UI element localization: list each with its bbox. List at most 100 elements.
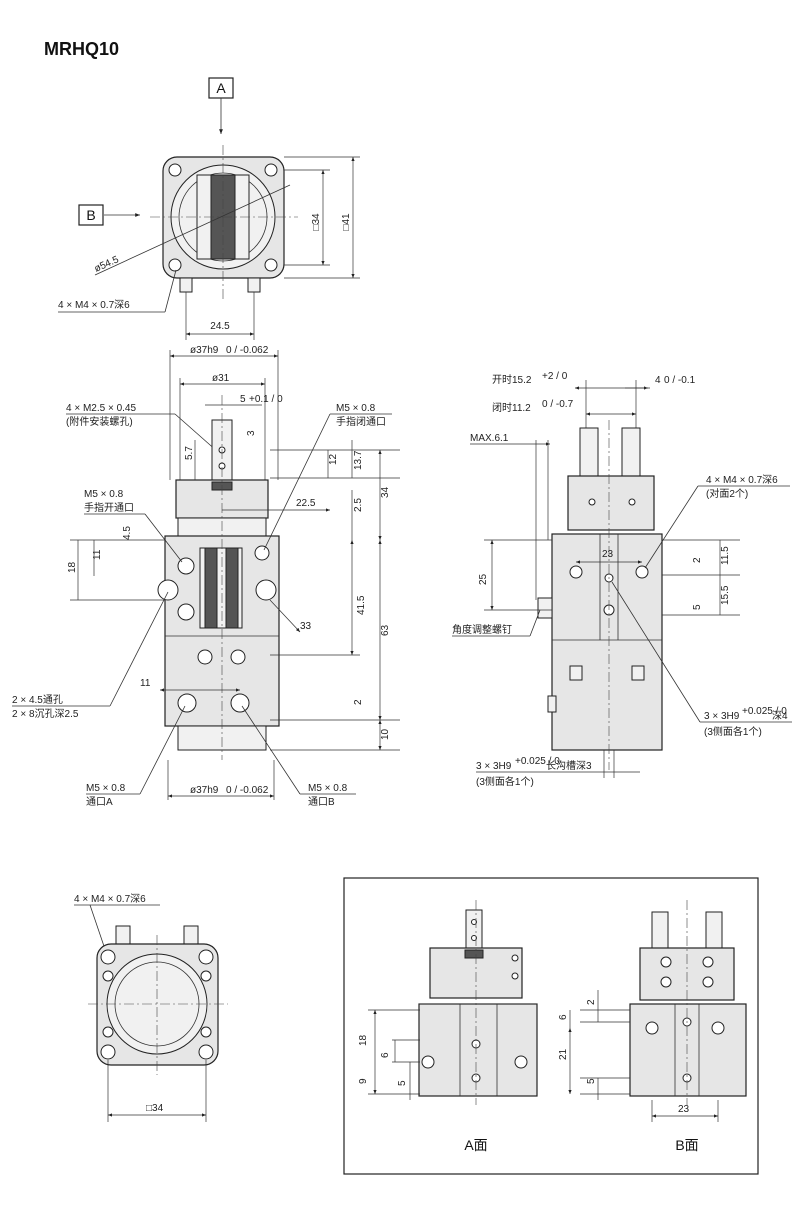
front-d12: 12 xyxy=(328,453,339,465)
bottom-mount: 4 × M4 × 0.7深6 xyxy=(74,893,146,905)
front-d33: 33 xyxy=(300,621,312,632)
side-adj-screw-label: 角度调整螺钉 xyxy=(452,623,512,636)
front-d225: 22.5 xyxy=(296,498,316,509)
front-d5: 5 xyxy=(240,394,246,405)
front-d57: 5.7 xyxy=(184,446,195,460)
detail-b-d21: 21 xyxy=(558,1048,569,1060)
side-mount: 4 × M4 × 0.7深6 xyxy=(706,474,778,486)
front-holes-note: 2 × 4.5通孔 xyxy=(12,694,63,706)
top-sq34: □34 xyxy=(311,213,322,231)
side-mount-sub: (对面2个) xyxy=(706,487,748,500)
front-view: ø37h9 0 / -0.062 ø31 5 +0.1 / 0 4 × M2.5… xyxy=(12,345,400,808)
front-open-port: M5 × 0.8 xyxy=(84,489,124,500)
detail-a-d6: 6 xyxy=(380,1052,391,1058)
front-port-b: M5 × 0.8 xyxy=(308,783,348,794)
top-hole-br xyxy=(264,258,278,272)
detail-a-d5: 5 xyxy=(397,1080,408,1086)
detail-b-d5: 5 xyxy=(586,1078,597,1084)
side-d4-tol: 0 / -0.1 xyxy=(664,375,696,386)
side-slot-note: 3 × 3H9 xyxy=(476,761,512,772)
front-d137: 13.7 xyxy=(353,450,364,470)
side-d4: 4 xyxy=(655,375,661,386)
detail-b-d23: 23 xyxy=(678,1104,690,1115)
side-d23: 23 xyxy=(602,549,614,560)
detail-a-body xyxy=(418,1003,538,1097)
side-view: 开时15.2 +2 / 0 闭时11.2 0 / -0.7 4 0 / -0.1… xyxy=(452,371,792,788)
side-pin-depth: 深4 xyxy=(772,710,788,722)
top-hole-tr xyxy=(264,163,278,177)
side-finger-right xyxy=(621,427,641,479)
side-body xyxy=(551,533,663,751)
front-d63: 63 xyxy=(380,624,391,636)
view-label-b-box xyxy=(78,204,104,226)
detail-a-d18: 18 xyxy=(358,1034,369,1046)
front-d3: 3 xyxy=(246,430,257,436)
side-slot-sub: (3侧面各1个) xyxy=(476,775,534,788)
front-d2: 2 xyxy=(353,699,364,705)
front-d18: 18 xyxy=(67,561,78,573)
dia-leader xyxy=(94,184,291,276)
front-open-port-sub: 手指开通口 xyxy=(84,501,134,514)
front-screw-sub: (附件安装螺孔) xyxy=(66,415,133,428)
front-close-port: M5 × 0.8 xyxy=(336,403,376,414)
front-holes-sub: 2 × 8沉孔深2.5 xyxy=(12,707,79,720)
front-dia-31: ø31 xyxy=(212,373,230,384)
front-port-b-sub: 通口B xyxy=(308,796,335,808)
front-d45: 4.5 xyxy=(122,526,133,540)
detail-box: 18 6 9 5 A面 2 6 21 5 xyxy=(343,877,759,1175)
side-pin-sub: (3侧面各1个) xyxy=(704,725,762,738)
bottom-sq34: □34 xyxy=(146,1103,164,1114)
side-d2: 2 xyxy=(692,557,703,563)
top-port-left xyxy=(179,277,193,293)
view-label-b: B xyxy=(86,207,95,223)
side-adj-screw xyxy=(537,597,553,619)
svg-text:0 / -0.062: 0 / -0.062 xyxy=(226,785,269,796)
side-d5: 5 xyxy=(692,604,703,610)
side-open-tol: +2 / 0 xyxy=(542,371,568,382)
side-d115: 11.5 xyxy=(720,546,731,565)
side-slot-depth: 长沟槽深3 xyxy=(546,759,592,772)
front-d415: 41.5 xyxy=(356,595,367,615)
side-pin-note: 3 × 3H9 xyxy=(704,711,740,722)
detail-b-d2: 2 xyxy=(586,999,597,1005)
detail-b-d6: 6 xyxy=(558,1014,569,1020)
detail-b-caption: B面 xyxy=(675,1137,698,1153)
side-close-tol: 0 / -0.7 xyxy=(542,399,574,410)
side-cap xyxy=(567,475,655,531)
front-tol-37: 0 / -0.062 xyxy=(226,345,269,356)
front-tol-5: +0.1 / 0 xyxy=(249,394,283,405)
detail-frame xyxy=(343,877,759,1175)
top-hole-tl xyxy=(168,163,182,177)
front-dia-37-top: ø37h9 xyxy=(190,345,219,356)
side-max61: MAX.6.1 xyxy=(470,433,509,444)
front-dia-37-bot: ø37h9 xyxy=(190,785,219,796)
top-sq41: □41 xyxy=(341,213,352,231)
side-slot-tol: +0.025 / 0 xyxy=(515,756,560,767)
front-d34: 34 xyxy=(380,486,391,498)
front-screw-note: 4 × M2.5 × 0.45 xyxy=(66,403,136,414)
top-width: 24.5 xyxy=(210,321,230,332)
detail-a-caption: A面 xyxy=(464,1137,487,1153)
side-finger-left xyxy=(579,427,599,479)
front-d11: 11 xyxy=(92,549,103,560)
front-d11b: 11 xyxy=(140,678,151,689)
side-open-dim: 开时15.2 xyxy=(492,374,532,386)
side-pin-tol: +0.025 / 0 xyxy=(742,706,787,717)
top-dia-outer: ø54.5 xyxy=(93,254,121,275)
model-title: MRHQ10 xyxy=(44,39,119,59)
top-mount-holes: 4 × M4 × 0.7深6 xyxy=(58,299,130,311)
side-d155: 15.5 xyxy=(720,585,731,605)
view-label-a: A xyxy=(216,80,226,96)
front-d25: 2.5 xyxy=(353,498,364,512)
side-d25: 25 xyxy=(478,573,489,585)
top-hole-bl xyxy=(168,258,182,272)
front-d10: 10 xyxy=(380,728,391,740)
side-close-dim: 闭时11.2 xyxy=(492,401,531,414)
top-view: A B ø54.5 □34 □41 4 × M4 × 0.7深6 xyxy=(58,77,360,340)
front-port-a: M5 × 0.8 xyxy=(86,783,126,794)
front-port-a-sub: 通口A xyxy=(86,796,113,808)
detail-a-d9: 9 xyxy=(358,1078,369,1084)
front-close-port-sub: 手指闭通口 xyxy=(336,415,386,428)
top-port-right xyxy=(247,277,261,293)
